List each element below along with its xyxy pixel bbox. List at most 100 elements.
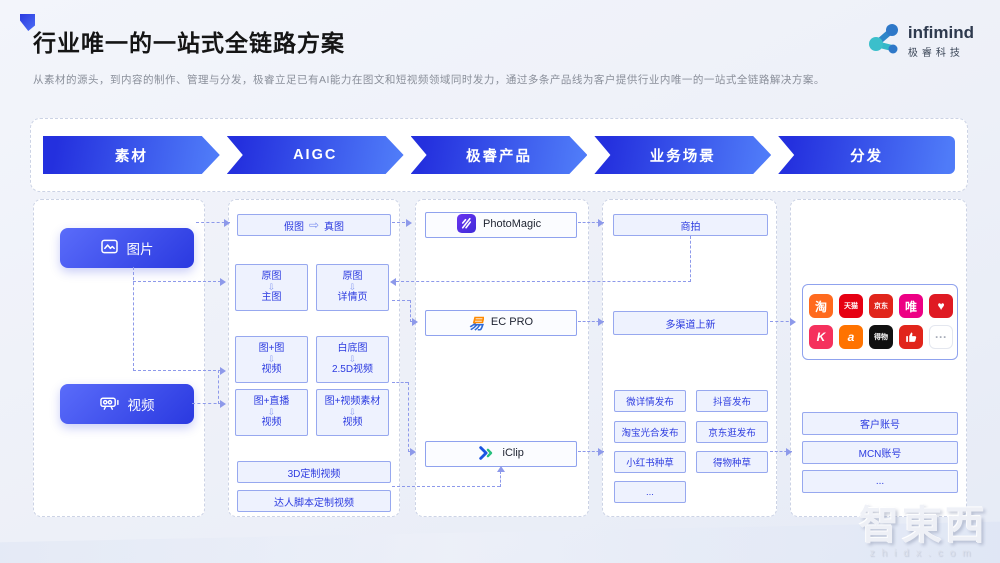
connector (196, 222, 230, 223)
down-arrow-icon: ⇩ (267, 281, 276, 292)
connector-arrow (220, 400, 226, 408)
flow-step-aigc: AIGC (227, 136, 404, 174)
connector (392, 222, 410, 223)
product-ecpro: 易 EC PRO (425, 310, 577, 336)
connector-arrow (220, 367, 226, 375)
product-iclip: iClip (425, 441, 577, 467)
thumbs-up-app-icon (899, 325, 923, 349)
connector-arrow (412, 318, 418, 326)
node-more-accounts: ... (802, 470, 958, 493)
node-whitebg-25d: 白底图 ⇩ 2.5D视频 (316, 336, 389, 383)
connector (690, 236, 691, 282)
connector (192, 403, 222, 404)
connector (392, 486, 500, 487)
node-xiaohongshu-seeding: 小红书种草 (614, 451, 686, 473)
alibaba-app-icon: a (839, 325, 863, 349)
connector (578, 451, 604, 452)
connector-arrow (497, 466, 505, 472)
bottom-wave-decoration (0, 521, 1000, 563)
molecule-icon (867, 22, 901, 61)
connector-arrow (406, 219, 412, 227)
connector-arrow (598, 448, 604, 456)
flow-step-material: 素材 (43, 136, 220, 174)
video-icon (99, 395, 119, 414)
connector (500, 471, 501, 487)
connector (133, 370, 221, 371)
node-img-img-video: 图+图 ⇩ 视频 (235, 336, 308, 383)
connector-arrow (598, 219, 604, 227)
more-apps-icon: ··· (929, 325, 953, 349)
column-aigc: 假图 ⇨ 真图 原图 ⇩ 主图 原图 ⇩ 详情页 图+图 ⇩ 视频 白底图 ⇩ … (228, 199, 400, 517)
connector-arrow (410, 448, 416, 456)
column-products: PhotoMagic 易 EC PRO iClip (415, 199, 589, 517)
connector (578, 222, 604, 223)
node-client-account: 客户账号 (802, 412, 958, 435)
logo-name: infimind (907, 23, 974, 42)
iclip-icon (478, 445, 496, 463)
tmall-app-icon: 天猫 (839, 294, 863, 318)
product-photomagic: PhotoMagic (425, 212, 577, 238)
node-original-to-detail: 原图 ⇩ 详情页 (316, 264, 389, 311)
connector-arrow (220, 278, 226, 286)
dewu-app-icon: 得物 (869, 325, 893, 349)
connector-arrow (390, 278, 396, 286)
connector-arrow (598, 318, 604, 326)
connector (218, 370, 219, 404)
node-multichannel-listing: 多渠道上新 (613, 311, 768, 335)
connector-arrow (786, 448, 792, 456)
jd-app-icon: 京东 (869, 294, 893, 318)
connector (770, 451, 792, 452)
connector (392, 300, 410, 301)
column-distribution: 淘 天猫 京东 唯 ♥ K a 得物 ··· 客户账号 MCN账号 ... (790, 199, 967, 517)
brand-logo: infimind 极睿科技 (867, 22, 974, 61)
flow-step-distribution: 分发 (778, 136, 955, 174)
node-micro-detail-publish: 微详情发布 (614, 390, 686, 412)
column-scenarios: 商拍 多渠道上新 微详情发布 抖音发布 淘宝光合发布 京东逛发布 小红书种草 得… (602, 199, 777, 517)
photomagic-icon (457, 214, 476, 236)
connector (133, 281, 221, 282)
right-arrow-icon: ⇨ (308, 218, 320, 232)
node-dewu-seeding: 得物种草 (696, 451, 768, 473)
down-arrow-icon: ⇩ (348, 353, 357, 364)
material-video-node: 视频 (60, 384, 194, 424)
flow-step-products: 极睿产品 (411, 136, 588, 174)
node-commercial-shoot: 商拍 (613, 214, 768, 236)
k-app-icon: K (809, 325, 833, 349)
page-title: 行业唯一的一站式全链路方案 (33, 30, 345, 56)
node-mcn-account: MCN账号 (802, 441, 958, 464)
watermark-domain: zhidx.com (869, 548, 978, 559)
connector (408, 382, 409, 452)
connector (410, 300, 411, 322)
platform-icons-panel: 淘 天猫 京东 唯 ♥ K a 得物 ··· (802, 284, 958, 360)
material-image-node: 图片 (60, 228, 194, 268)
node-douyin-publish: 抖音发布 (696, 390, 768, 412)
node-3d-custom-video: 3D定制视频 (237, 461, 391, 483)
node-img-live-video: 图+直播 ⇩ 视频 (235, 389, 308, 436)
ecpro-icon: 易 (469, 313, 484, 334)
connector (392, 382, 408, 383)
taobao-app-icon: 淘 (809, 294, 833, 318)
connector (396, 281, 691, 282)
watermark: 智東西 zhidx.com (859, 506, 988, 559)
flow-header-band: 素材 AIGC 极睿产品 业务场景 分发 (30, 118, 968, 192)
vipshop-app-icon: 唯 (899, 294, 923, 318)
node-kol-script-video: 达人脚本定制视频 (237, 490, 391, 512)
flow-step-scenarios: 业务场景 (594, 136, 771, 174)
node-original-to-main: 原图 ⇩ 主图 (235, 264, 308, 311)
node-taobao-guanghe-publish: 淘宝光合发布 (614, 421, 686, 443)
node-img-footage-video: 图+视频素材 ⇩ 视频 (316, 389, 389, 436)
image-icon (100, 239, 118, 257)
connector (770, 321, 794, 322)
connector-arrow (790, 318, 796, 326)
down-arrow-icon: ⇩ (348, 281, 357, 292)
down-arrow-icon: ⇩ (348, 406, 357, 417)
down-arrow-icon: ⇩ (267, 353, 276, 364)
page-subtitle: 从素材的源头，到内容的制作、管理与分发，极睿立足已有AI能力在图文和短视频领域同… (33, 74, 825, 86)
watermark-text: 智東西 (859, 504, 988, 548)
connector-arrow (224, 219, 230, 227)
column-material: 图片 视频 (33, 199, 205, 517)
connector (133, 267, 134, 371)
logo-company: 极睿科技 (907, 48, 964, 59)
node-jd-guang-publish: 京东逛发布 (696, 421, 768, 443)
